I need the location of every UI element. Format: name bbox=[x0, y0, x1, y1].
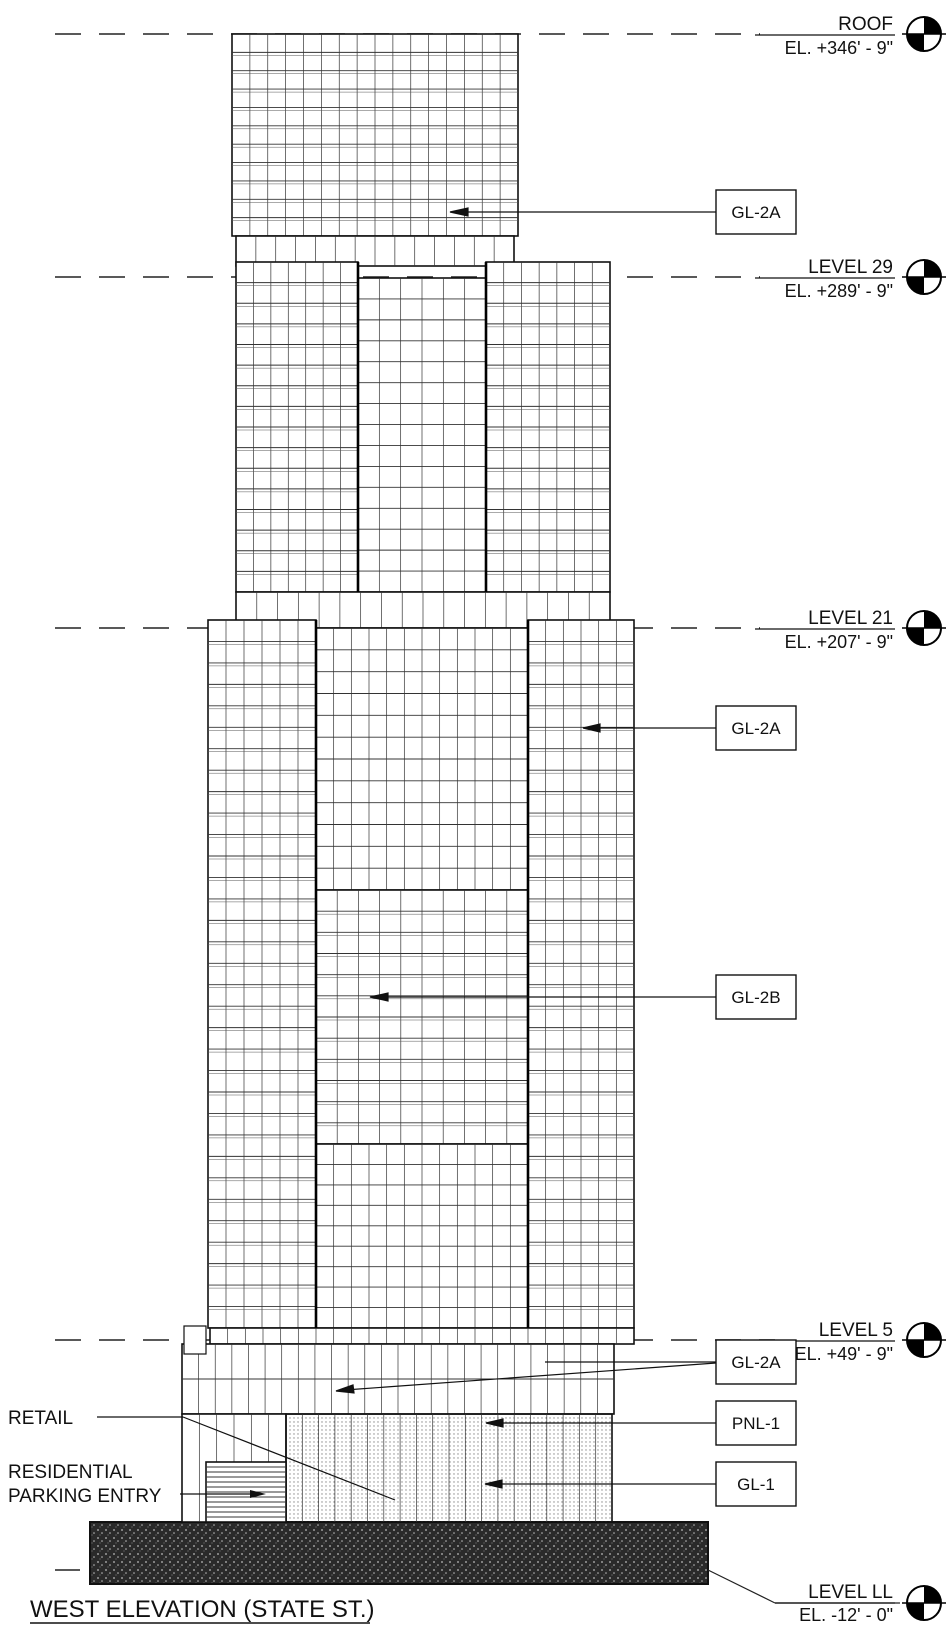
level-marker-symbol bbox=[902, 259, 946, 295]
upper-tower-right bbox=[485, 261, 611, 593]
upper-tower-center bbox=[357, 277, 487, 593]
crown-glazing bbox=[231, 33, 519, 237]
upper-tower-left bbox=[235, 261, 359, 593]
level-label-roof: ROOF EL. +346' - 9" bbox=[755, 14, 895, 58]
lower-tower-left bbox=[207, 619, 317, 1329]
level-elevation: EL. +289' - 9" bbox=[785, 281, 893, 301]
drawing-title: WEST ELEVATION (STATE ST.) bbox=[30, 1596, 374, 1623]
level-elevation: EL. +346' - 9" bbox=[785, 38, 893, 58]
lower-tower-center-low bbox=[315, 1143, 529, 1329]
level-elevation: EL. -12' - 0" bbox=[799, 1605, 893, 1625]
level-name: LEVEL 21 bbox=[808, 608, 893, 629]
podium-stair-box bbox=[183, 1325, 207, 1355]
tag-label: PNL-1 bbox=[732, 1414, 780, 1433]
material-tag-gl-1: GL-1 bbox=[715, 1461, 797, 1507]
level-markers bbox=[902, 16, 946, 1621]
material-tag-gl-2a-mid: GL-2A bbox=[715, 705, 797, 751]
tag-label: GL-2A bbox=[731, 203, 781, 222]
lower-tower-center-mid bbox=[315, 889, 529, 1145]
transfer-band bbox=[209, 1327, 635, 1345]
lower-tower-right bbox=[527, 619, 635, 1329]
podium-parking-entry bbox=[205, 1461, 287, 1523]
tag-leaders bbox=[335, 207, 717, 1489]
callout-parking-line2: PARKING ENTRY bbox=[8, 1486, 162, 1507]
material-tag-gl-2b: GL-2B bbox=[715, 974, 797, 1020]
material-tag-pnl-1: PNL-1 bbox=[715, 1400, 797, 1446]
level-name: LEVEL 5 bbox=[819, 1320, 893, 1341]
callout-parking-entry: RESIDENTIAL PARKING ENTRY bbox=[8, 1462, 266, 1507]
tag-label: GL-2A bbox=[731, 719, 781, 738]
level-marker-symbol bbox=[902, 610, 946, 646]
tag-label: GL-1 bbox=[737, 1475, 775, 1494]
level-elevation: EL. +207' - 9" bbox=[785, 632, 893, 652]
level-label-5: LEVEL 5 EL. +49' - 9" bbox=[775, 1320, 895, 1364]
level-label-21: LEVEL 21 EL. +207' - 9" bbox=[755, 608, 895, 652]
lower-tower-center bbox=[315, 627, 529, 891]
level-name: ROOF bbox=[838, 14, 893, 35]
podium-panel-zone bbox=[285, 1413, 613, 1523]
tag-label: GL-2B bbox=[731, 988, 780, 1007]
tag-label: GL-2A bbox=[731, 1353, 781, 1372]
material-tag-gl-2a-top: GL-2A bbox=[715, 189, 797, 235]
level-elevation: EL. +49' - 9" bbox=[795, 1344, 893, 1364]
level-name: LEVEL LL bbox=[808, 1582, 893, 1603]
level-marker-symbol bbox=[902, 1322, 946, 1358]
ground-soil-band bbox=[89, 1521, 709, 1585]
tower-facade bbox=[181, 33, 635, 1523]
material-tag-gl-2a-base: GL-2A bbox=[715, 1339, 797, 1385]
podium-upper bbox=[181, 1343, 615, 1415]
level-marker-symbol bbox=[902, 1585, 946, 1621]
callout-parking-line1: RESIDENTIAL bbox=[8, 1462, 133, 1483]
level-name: LEVEL 29 bbox=[808, 257, 893, 278]
crown-transition bbox=[235, 235, 515, 267]
level-label-29: LEVEL 29 EL. +289' - 9" bbox=[755, 257, 895, 301]
callout-retail: RETAIL bbox=[8, 1408, 396, 1501]
callout-retail-label: RETAIL bbox=[8, 1408, 73, 1429]
level-marker-symbol bbox=[902, 16, 946, 52]
level-label-ll: LEVEL LL EL. -12' - 0" bbox=[775, 1582, 895, 1625]
